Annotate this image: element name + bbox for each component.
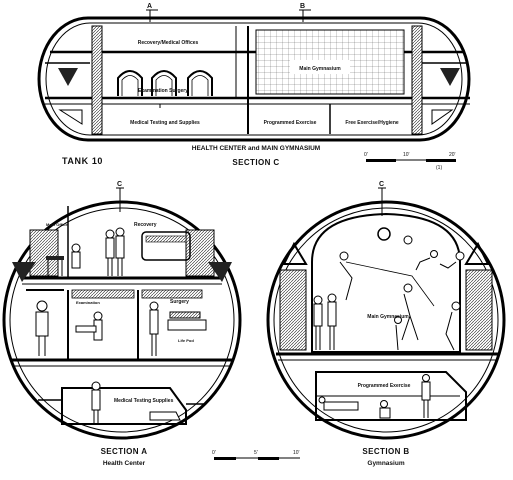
room-label-testing: Medical Testing and Supplies	[130, 120, 200, 126]
tank-hull	[37, 16, 471, 142]
section-c-marker-b: B	[300, 3, 305, 10]
room-label-recovery-offices: Recovery/Medical Offices	[138, 40, 199, 46]
section-b-subtitle: Gymnasium	[367, 460, 404, 467]
bottom-scale-tick-5: 5'	[254, 450, 258, 456]
section-b-drawing	[266, 187, 506, 440]
room-label-life-pod: Life Pod	[178, 338, 194, 343]
room-label-main-office: Main Office	[46, 222, 68, 227]
scale-tick-0: 0'	[364, 152, 368, 158]
section-b-marker: C	[379, 181, 384, 188]
room-label-surgery: Examination Surgery	[138, 88, 188, 94]
room-label-medical-testing: Medical Testing Supplies	[114, 398, 174, 404]
scale-tick-20: 20'	[449, 152, 456, 158]
bottom-scale-bar	[214, 457, 300, 460]
section-a-drawing	[2, 187, 242, 440]
bottom-scale-tick-10: 10'	[293, 450, 300, 456]
section-c-scale-bar	[366, 159, 456, 162]
room-label-programmed-exercise-b: Programmed Exercise	[358, 383, 411, 389]
scale-unit: (1)	[436, 165, 442, 171]
section-a-marker: C	[117, 181, 122, 188]
section-c-caption: HEALTH CENTER and MAIN GYMNASIUM	[192, 145, 320, 152]
room-label-main-gymnasium: Main Gymnasium	[367, 314, 409, 320]
section-c-drawing	[37, 9, 471, 142]
section-c-marker-a: A	[147, 3, 152, 10]
section-a-title: SECTION A	[101, 447, 148, 456]
room-label-recovery: Recovery	[134, 222, 157, 228]
room-label-examination: Examination	[76, 300, 100, 305]
section-c-title: SECTION C	[232, 158, 279, 167]
section-a-subtitle: Health Center	[103, 460, 146, 467]
scale-tick-10: 10'	[403, 152, 410, 158]
room-label-surgery-a: Surgery	[170, 299, 189, 305]
bottom-scale-tick-0: 0'	[212, 450, 216, 456]
tank-label: TANK 10	[62, 156, 103, 166]
room-label-programmed-exercise: Programmed Exercise	[264, 120, 317, 126]
section-b-title: SECTION B	[362, 447, 409, 456]
room-label-main-gym: Main Gymnasium	[299, 66, 341, 72]
room-label-free-exercise: Free Exercise/Hygiene	[345, 120, 399, 126]
